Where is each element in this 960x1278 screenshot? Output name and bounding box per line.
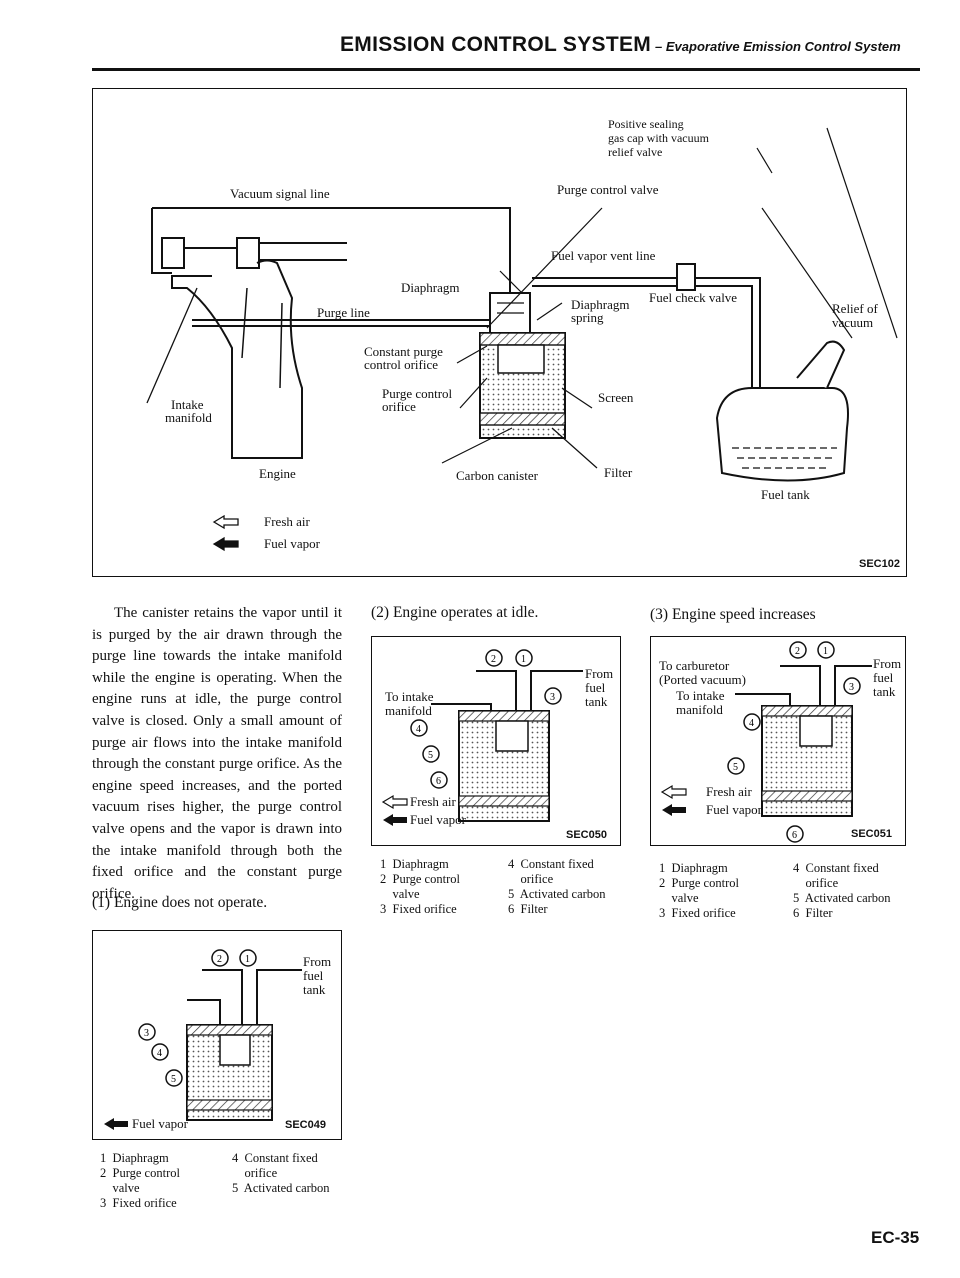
page-header: EMISSION CONTROL SYSTEM – Evaporative Em… [340, 33, 901, 57]
fig1-legend-right: 4 Constant fixed orifice 5 Activated car… [232, 1151, 330, 1195]
fig3-fuel-vapor: Fuel vapor [706, 802, 762, 817]
fig3-fuel: fuel [873, 670, 894, 685]
legend-fresh-air: Fresh air [264, 514, 310, 529]
fig3-ported-vacuum: (Ported vacuum) [659, 672, 747, 687]
fig2-legend-left: 1 Diaphragm 2 Purge control valve 3 Fixe… [380, 857, 460, 916]
label-fuel-vapor-vent-line: Fuel vapor vent line [551, 248, 656, 263]
label-screen: Screen [598, 390, 634, 405]
svg-text:2: 2 [491, 654, 496, 665]
figure-code-sec102: SEC102 [859, 558, 900, 570]
label-fuel-check-valve: Fuel check valve [649, 290, 738, 305]
label-diaphragm-spring-2: spring [571, 310, 604, 325]
figure-2-diagram: 2 1 3 4 5 6 [381, 649, 583, 826]
label-purge-control-orifice-2: orifice [382, 399, 416, 414]
figure-2-box [371, 636, 621, 846]
label-diaphragm: Diaphragm [401, 280, 460, 295]
svg-text:4: 4 [416, 724, 421, 735]
body-paragraph: The canister retains the vapor until it … [92, 605, 342, 902]
label-intake-manifold: Intake [171, 397, 204, 412]
fig3-legend-left: 1 Diaphragm 2 Purge control valve 3 Fixe… [659, 861, 739, 920]
fig3-to-carburetor: To carburetor [659, 658, 730, 673]
step-1-heading: (1) Engine does not operate. [92, 894, 268, 911]
label-positive-sealing: Positive sealing [608, 117, 684, 131]
figure-1-diagram: 2 1 3 4 5 [104, 949, 302, 1130]
svg-text:4: 4 [749, 718, 754, 729]
fig1-legend-left: 1 Diaphragm 2 Purge control valve 3 Fixe… [100, 1151, 180, 1210]
fig2-to-intake: To intake [385, 689, 434, 704]
label-positive-sealing-2: gas cap with vacuum [608, 131, 709, 145]
svg-text:1: 1 [245, 954, 250, 965]
label-diaphragm-spring: Diaphragm [571, 297, 630, 312]
label-positive-sealing-3: relief valve [608, 145, 663, 159]
fig1-from: From [303, 954, 332, 969]
label-relief-of-vacuum-2: vacuum [832, 315, 874, 330]
figure-code-sec051: SEC051 [851, 828, 892, 840]
label-intake-manifold-2: manifold [165, 410, 212, 425]
figure-3-diagram: 2 1 3 4 5 6 [660, 641, 872, 843]
fig2-fresh-air: Fresh air [410, 794, 456, 809]
label-filter: Filter [604, 465, 633, 480]
fig2-fuel-vapor: Fuel vapor [410, 812, 466, 827]
label-carbon-canister: Carbon canister [456, 468, 538, 483]
svg-text:5: 5 [171, 1074, 176, 1085]
fig1-fuel: fuel [303, 968, 324, 983]
step-2-heading: (2) Engine operates at idle. [371, 604, 539, 621]
fig3-manifold: manifold [676, 702, 723, 717]
svg-text:5: 5 [733, 762, 738, 773]
fig3-legend-right: 4 Constant fixed orifice 5 Activated car… [793, 861, 891, 920]
label-engine: Engine [259, 466, 296, 481]
header-subtitle: – Evaporative Emission Control System [655, 39, 901, 54]
header-rule [92, 68, 920, 71]
legend-fuel-vapor: Fuel vapor [264, 536, 320, 551]
svg-text:6: 6 [792, 830, 797, 841]
label-constant-purge-2: control orifice [364, 357, 438, 372]
fig1-tank: tank [303, 982, 326, 997]
fig3-from: From [873, 656, 902, 671]
figure-3-box [650, 636, 906, 846]
svg-text:2: 2 [795, 646, 800, 657]
label-vacuum-signal-line: Vacuum signal line [230, 186, 330, 201]
svg-text:3: 3 [144, 1028, 149, 1039]
label-fuel-tank: Fuel tank [761, 487, 810, 502]
label-relief-of-vacuum: Relief of [832, 301, 878, 316]
page-number: EC-35 [871, 1228, 920, 1247]
svg-text:3: 3 [550, 692, 555, 703]
fig2-from: From [585, 666, 614, 681]
svg-text:1: 1 [823, 646, 828, 657]
label-purge-control-valve: Purge control valve [557, 182, 659, 197]
fig2-manifold: manifold [385, 703, 432, 718]
figure-code-sec049: SEC049 [285, 1119, 326, 1131]
figure-1-box [92, 930, 342, 1140]
svg-text:6: 6 [436, 776, 441, 787]
step-3-heading: (3) Engine speed increases [650, 606, 816, 623]
fig2-legend-right: 4 Constant fixed orifice 5 Activated car… [508, 857, 606, 916]
label-purge-line: Purge line [317, 305, 370, 320]
label-purge-control-orifice: Purge control [382, 386, 453, 401]
header-title: EMISSION CONTROL SYSTEM [340, 33, 652, 56]
fig3-to-intake: To intake [676, 688, 725, 703]
fig2-fuel: fuel [585, 680, 606, 695]
svg-text:5: 5 [428, 750, 433, 761]
svg-text:3: 3 [849, 682, 854, 693]
fig3-tank: tank [873, 684, 896, 699]
svg-text:4: 4 [157, 1048, 162, 1059]
svg-text:1: 1 [521, 654, 526, 665]
figure-code-sec050: SEC050 [566, 829, 607, 841]
fig3-fresh-air: Fresh air [706, 784, 752, 799]
main-figure-box [92, 88, 907, 577]
main-figure-diagram [146, 127, 898, 552]
svg-text:2: 2 [217, 954, 222, 965]
label-constant-purge: Constant purge [364, 344, 443, 359]
fig1-fuel-vapor: Fuel vapor [132, 1116, 188, 1131]
fig2-tank: tank [585, 694, 608, 709]
